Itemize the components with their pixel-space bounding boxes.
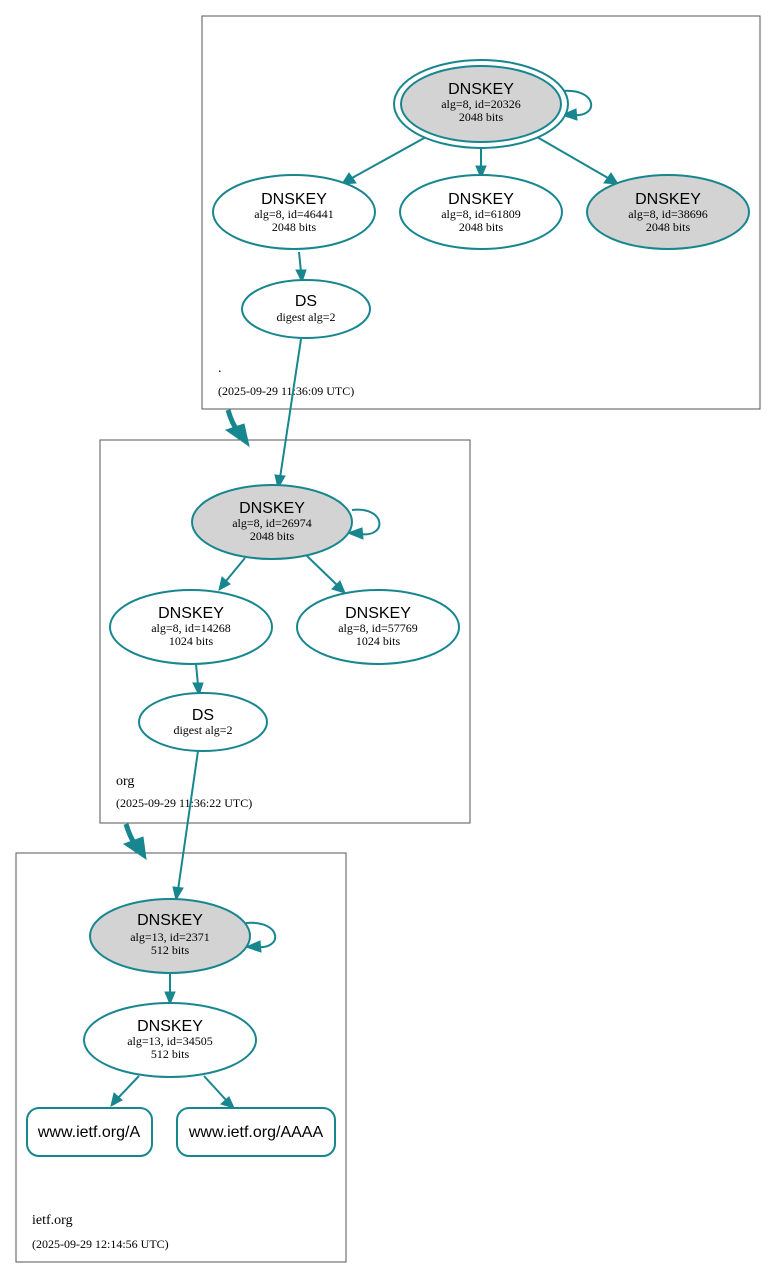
edge-org-ksk-self bbox=[351, 508, 381, 536]
edge-root-ds-to-org-ksk bbox=[279, 338, 302, 479]
edge-root-ksk-to-key3 bbox=[536, 136, 609, 179]
edge-root-zsk1-to-ds bbox=[298, 251, 302, 273]
zone-root-timestamp: (2025-09-29 11:36:09 UTC) bbox=[218, 384, 354, 398]
node-org-ds: DS digest alg=2 bbox=[138, 692, 268, 752]
node-ietf-ksk-alg: alg=13, id=2371 bbox=[130, 930, 210, 944]
edge-ietf-ksk-self-head bbox=[244, 940, 262, 953]
delegation-arrow-org-to-ietf bbox=[122, 823, 147, 861]
node-org-zsk1-bits: 1024 bits bbox=[169, 634, 214, 648]
node-ietf-zsk: DNSKEY alg=13, id=34505 512 bits bbox=[83, 1002, 257, 1078]
node-root-zsk1-alg: alg=8, id=46441 bbox=[254, 207, 334, 221]
edge-root-ksk-self bbox=[561, 89, 592, 117]
node-root-zsk2-type: DNSKEY bbox=[448, 191, 514, 208]
edges bbox=[110, 89, 619, 1109]
edge-ietf-zsk-to-aaaa bbox=[203, 1075, 227, 1101]
node-org-zsk2-alg: alg=8, id=57769 bbox=[338, 621, 418, 635]
node-root-key3-alg: alg=8, id=38696 bbox=[628, 207, 708, 221]
rrset-a-label: www.ietf.org/A bbox=[37, 1124, 141, 1141]
node-org-ksk: DNSKEY alg=8, id=26974 2048 bits bbox=[191, 484, 353, 560]
rrset-aaaa-label: www.ietf.org/AAAA bbox=[188, 1124, 324, 1141]
node-root-zsk1-bits: 2048 bits bbox=[272, 220, 317, 234]
node-root-ksk-alg: alg=8, id=20326 bbox=[441, 97, 521, 111]
node-org-zsk1: DNSKEY alg=8, id=14268 1024 bits bbox=[109, 589, 273, 665]
node-root-ksk: DNSKEY alg=8, id=20326 2048 bits bbox=[393, 59, 569, 149]
edge-org-ds-to-ietf-ksk bbox=[177, 750, 199, 891]
edge-org-zsk1-to-ds bbox=[195, 663, 199, 686]
zone-ietf-timestamp: (2025-09-29 12:14:56 UTC) bbox=[32, 1237, 169, 1251]
node-ietf-zsk-alg: alg=13, id=34505 bbox=[127, 1034, 213, 1048]
edge-ietf-ksk-self bbox=[245, 921, 276, 949]
node-ietf-zsk-type: DNSKEY bbox=[137, 1018, 203, 1035]
node-root-ksk-type: DNSKEY bbox=[448, 81, 514, 98]
zone-root-name: . bbox=[218, 361, 222, 376]
node-ietf-ksk-bits: 512 bits bbox=[151, 943, 190, 957]
node-org-zsk2-type: DNSKEY bbox=[345, 605, 411, 622]
node-org-ksk-type: DNSKEY bbox=[239, 500, 305, 517]
node-org-ksk-bits: 2048 bits bbox=[250, 529, 295, 543]
node-org-ds-digest: digest alg=2 bbox=[173, 723, 232, 737]
edge-root-ksk-to-zsk1 bbox=[351, 136, 427, 179]
node-ietf-ksk-type: DNSKEY bbox=[137, 912, 203, 929]
rrset-www-ietf-org-aaaa: www.ietf.org/AAAA bbox=[176, 1107, 336, 1157]
node-root-key3-bits: 2048 bits bbox=[646, 220, 691, 234]
node-root-zsk2: DNSKEY alg=8, id=61809 2048 bits bbox=[399, 174, 563, 250]
node-org-zsk1-alg: alg=8, id=14268 bbox=[151, 621, 231, 635]
node-org-zsk2-bits: 1024 bits bbox=[356, 634, 401, 648]
node-root-zsk2-alg: alg=8, id=61809 bbox=[441, 207, 521, 221]
delegation-arrow-root-to-org bbox=[224, 409, 250, 448]
node-org-ds-type: DS bbox=[192, 707, 214, 724]
edge-org-ksk-to-zsk1 bbox=[225, 557, 246, 582]
edge-org-ksk-to-zsk2 bbox=[306, 555, 338, 586]
node-root-ds-type: DS bbox=[295, 293, 317, 310]
edge-org-ksk-self-head bbox=[346, 527, 364, 540]
node-org-ksk-alg: alg=8, id=26974 bbox=[232, 516, 312, 530]
node-root-zsk1-type: DNSKEY bbox=[261, 191, 327, 208]
zone-ietf-name: ietf.org bbox=[32, 1213, 73, 1228]
node-root-ds: DS digest alg=2 bbox=[241, 279, 371, 339]
zone-org-name: org bbox=[116, 774, 134, 789]
node-root-zsk2-bits: 2048 bits bbox=[459, 220, 504, 234]
node-root-key3: DNSKEY alg=8, id=38696 2048 bits bbox=[586, 174, 750, 250]
node-root-ksk-bits: 2048 bits bbox=[459, 110, 504, 124]
node-root-zsk1: DNSKEY alg=8, id=46441 2048 bits bbox=[212, 174, 376, 250]
zone-org-timestamp: (2025-09-29 11:36:22 UTC) bbox=[116, 796, 252, 810]
node-org-zsk1-type: DNSKEY bbox=[158, 605, 224, 622]
node-root-key3-type: DNSKEY bbox=[635, 191, 701, 208]
node-ietf-zsk-bits: 512 bits bbox=[151, 1047, 190, 1061]
rrset-www-ietf-org-a: www.ietf.org/A bbox=[26, 1107, 153, 1157]
node-org-zsk2: DNSKEY alg=8, id=57769 1024 bits bbox=[296, 589, 460, 665]
node-ietf-ksk: DNSKEY alg=13, id=2371 512 bits bbox=[89, 898, 251, 974]
node-root-ds-digest: digest alg=2 bbox=[276, 310, 335, 324]
edge-ietf-zsk-to-a bbox=[117, 1075, 140, 1099]
edge-root-ksk-self-head bbox=[560, 108, 578, 121]
